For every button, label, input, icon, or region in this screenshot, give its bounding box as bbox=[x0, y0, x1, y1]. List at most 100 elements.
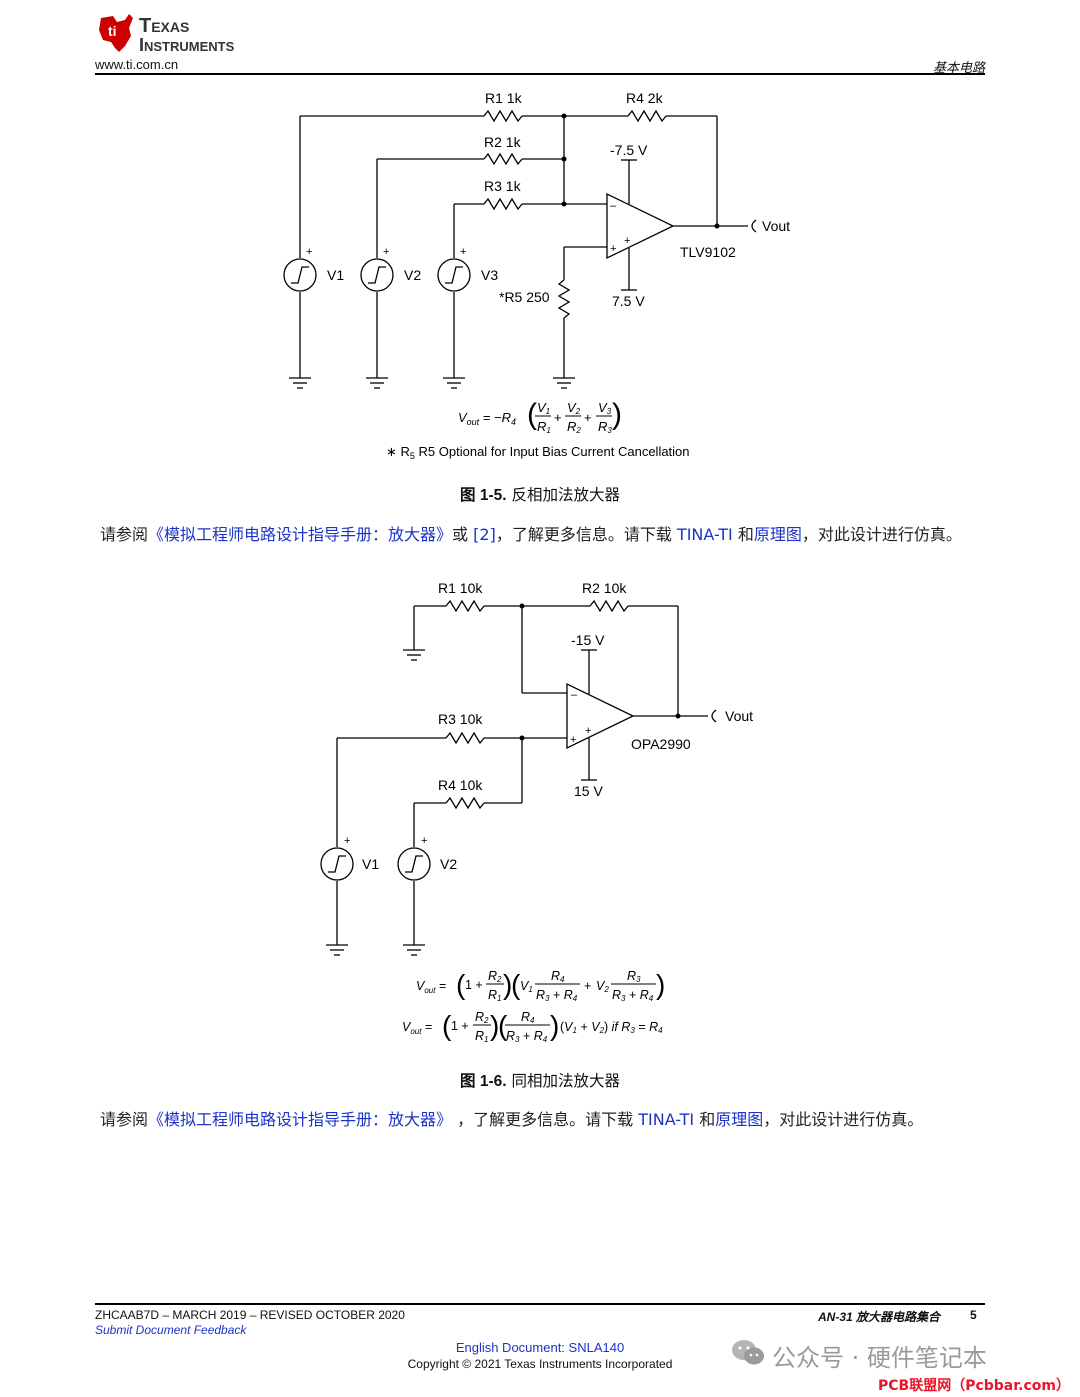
ground-symbol bbox=[326, 649, 425, 956]
v1-label: V1 bbox=[327, 267, 344, 283]
svg-text:+: + bbox=[306, 246, 312, 258]
r1-label: R1 10k bbox=[438, 580, 483, 596]
r2-resistor bbox=[483, 152, 523, 166]
r3-label: R3 10k bbox=[438, 711, 483, 727]
v2-source bbox=[360, 258, 394, 292]
r2-resistor bbox=[589, 599, 629, 613]
svg-text:R3 + R4: R3 + R4 bbox=[612, 988, 654, 1003]
r1-resistor bbox=[445, 599, 485, 613]
ti-logo[interactable]: ti Texas Instruments bbox=[95, 12, 270, 56]
opa2990-opamp bbox=[566, 682, 635, 750]
svg-text:R1: R1 bbox=[488, 988, 501, 1003]
svg-text:+: + bbox=[570, 734, 576, 746]
header-rule bbox=[95, 73, 985, 75]
v1-source bbox=[283, 258, 317, 292]
schematic-link[interactable]: 原理图 bbox=[753, 525, 802, 544]
svg-text:+: + bbox=[421, 835, 427, 847]
figure-1-5-caption: 图 1-5. 反相加法放大器 bbox=[460, 486, 620, 504]
wechat-icon bbox=[732, 1340, 764, 1365]
svg-text:): ) bbox=[612, 398, 622, 431]
svg-text:V1: V1 bbox=[537, 400, 550, 416]
r3-resistor bbox=[445, 731, 485, 745]
pos-supply-label: 15 V bbox=[574, 783, 603, 799]
svg-text:+: + bbox=[383, 246, 389, 258]
r4-resistor bbox=[627, 109, 667, 123]
collection-title: AN-31 放大器电路集合 bbox=[817, 1310, 940, 1324]
r5-note: R5 Optional for Input Bias Current Cance… bbox=[419, 444, 690, 459]
pos-supply-label: 7.5 V bbox=[612, 293, 645, 309]
guide-link[interactable]: 《模拟工程师电路设计指导手册：放大器》 bbox=[148, 525, 453, 544]
svg-text:R3 + R4: R3 + R4 bbox=[506, 1029, 548, 1044]
schematic-link[interactable]: 原理图 bbox=[715, 1110, 764, 1129]
svg-text:+: + bbox=[584, 979, 591, 993]
vout-label: Vout bbox=[725, 708, 753, 724]
ref-2-link[interactable]: [2] bbox=[473, 525, 496, 544]
svg-text:R2: R2 bbox=[475, 1010, 489, 1025]
paragraph-2: 请参阅《模拟工程师电路设计指导手册：放大器》 ，了解更多信息。请下载 TINA-… bbox=[100, 1110, 924, 1129]
figure-1-5-schematic: R1 1k R4 2k R2 1k R3 1k -7.5 V 7.5 V TLV… bbox=[283, 90, 790, 461]
vout-equation-1-6b: Vout = ( 1 + R2 R1 ) ( R4 R3 + R4 ) (V1 … bbox=[402, 1010, 663, 1044]
svg-text:ti: ti bbox=[108, 23, 117, 39]
svg-text:R2: R2 bbox=[567, 419, 581, 435]
ground-symbol bbox=[289, 377, 575, 389]
vout-equation-1-5: Vout = −R4 ( V1 R1 + V2 R2 + V3 R3 ) bbox=[458, 398, 622, 435]
svg-text:V2: V2 bbox=[596, 979, 609, 994]
svg-text:R4: R4 bbox=[521, 1010, 535, 1025]
section-title: 基本电路 bbox=[932, 61, 985, 76]
svg-text:R3: R3 bbox=[627, 969, 641, 984]
footer-rule bbox=[95, 1303, 985, 1305]
svg-text:1 +: 1 + bbox=[451, 1019, 469, 1033]
svg-text:∗ R5 R5 Optional for Input Bia: ∗ R5 R5 Optional for Input Bias Current … bbox=[386, 444, 690, 461]
svg-text:+: + bbox=[554, 410, 562, 425]
english-doc-link[interactable]: English Document: SNLA140 bbox=[455, 1340, 625, 1355]
feedback-link[interactable]: Submit Document Feedback bbox=[95, 1323, 247, 1337]
tlv9102-opamp bbox=[606, 192, 675, 260]
svg-text:+: + bbox=[610, 243, 616, 255]
svg-text:R1: R1 bbox=[475, 1029, 488, 1044]
svg-text:(: ( bbox=[527, 398, 537, 431]
svg-text:R2: R2 bbox=[488, 969, 502, 984]
v2-label: V2 bbox=[440, 856, 457, 872]
r1-resistor bbox=[483, 109, 523, 123]
r3-label: R3 1k bbox=[484, 178, 522, 194]
svg-text:R3: R3 bbox=[598, 419, 612, 435]
ti-state-icon: ti bbox=[99, 14, 133, 52]
v3-label: V3 bbox=[481, 267, 498, 283]
neg-supply-label: -15 V bbox=[571, 632, 605, 648]
pcbbar-watermark: PCB联盟网（Pcbbar.com） bbox=[878, 1378, 1070, 1394]
brand-line1: Texas bbox=[139, 15, 190, 37]
r4-label: R4 2k bbox=[626, 90, 664, 106]
svg-text:(: ( bbox=[442, 1010, 452, 1041]
copyright: Copyright © 2021 Texas Instruments Incor… bbox=[407, 1357, 673, 1371]
r1-label: R1 1k bbox=[485, 90, 523, 106]
v2-label: V2 bbox=[404, 267, 421, 283]
r2-label: R2 1k bbox=[484, 134, 522, 150]
v1-source bbox=[320, 847, 354, 881]
r4-resistor bbox=[445, 796, 485, 810]
website-link[interactable]: www.ti.com.cn bbox=[95, 57, 179, 72]
svg-text:(: ( bbox=[498, 1010, 508, 1041]
svg-text:): ) bbox=[656, 969, 665, 1000]
page-number: 5 bbox=[970, 1308, 977, 1322]
tina-ti-link[interactable]: TINA-TI bbox=[676, 525, 733, 544]
tina-ti-link[interactable]: TINA-TI bbox=[638, 1110, 695, 1129]
svg-text:V3: V3 bbox=[598, 400, 612, 416]
svg-text:R1: R1 bbox=[537, 419, 551, 435]
opamp-label: TLV9102 bbox=[680, 244, 736, 260]
brand-line2: Instruments bbox=[139, 35, 235, 55]
svg-text:Vout = −R4: Vout = −R4 bbox=[458, 410, 516, 427]
vout-label: Vout bbox=[762, 218, 790, 234]
wechat-watermark: 公众号 · 硬件笔记本 bbox=[730, 1336, 1050, 1372]
svg-text:R4: R4 bbox=[551, 969, 565, 984]
svg-text:(V1 + V2) if R3 = R4: (V1 + V2) if R3 = R4 bbox=[560, 1020, 663, 1035]
guide-link[interactable]: 《模拟工程师电路设计指导手册：放大器》 bbox=[148, 1110, 453, 1129]
svg-text:): ) bbox=[550, 1010, 559, 1041]
svg-text:(: ( bbox=[456, 969, 466, 1000]
svg-text:V1: V1 bbox=[520, 979, 533, 994]
r5-resistor bbox=[557, 279, 571, 319]
figure-1-6-schematic: R1 10k R2 10k -15 V R3 10k Vout OPA2990 … bbox=[320, 580, 753, 1044]
svg-text:R3 + R4: R3 + R4 bbox=[536, 988, 578, 1003]
svg-text:V2: V2 bbox=[567, 400, 581, 416]
doc-revision: ZHCAAB7D – MARCH 2019 – REVISED OCTOBER … bbox=[95, 1308, 405, 1322]
svg-text:Vout =: Vout = bbox=[402, 1020, 432, 1036]
